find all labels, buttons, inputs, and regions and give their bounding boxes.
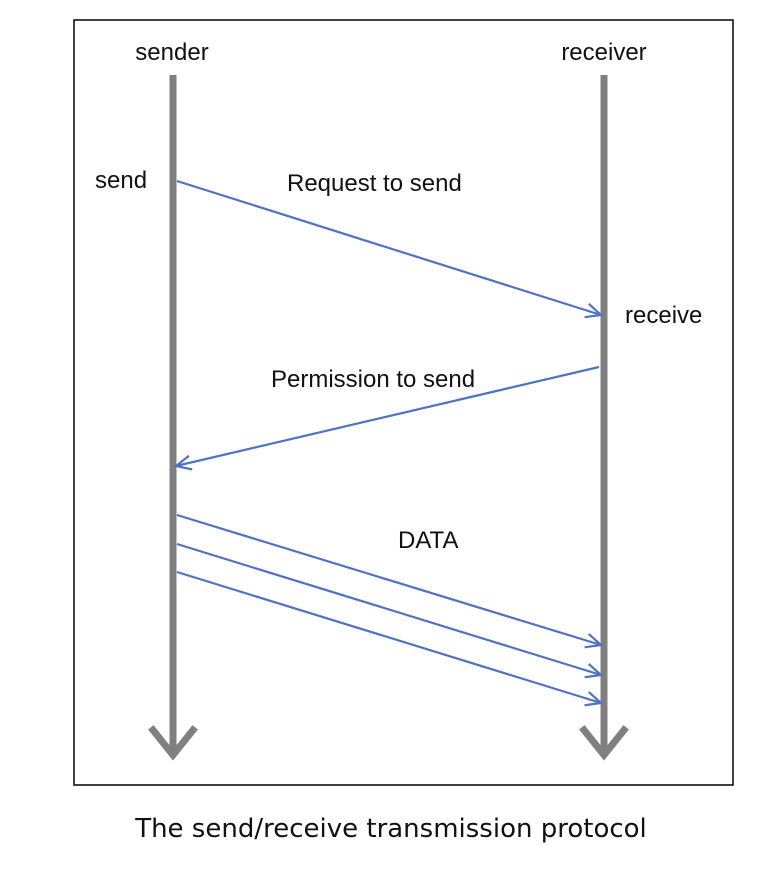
permission-label: Permission to send	[271, 366, 475, 393]
send-event-label: send	[95, 167, 147, 194]
data-arrow	[176, 513, 604, 649]
data-arrow	[176, 570, 604, 707]
sender-label: sender	[135, 39, 208, 66]
data-label: DATA	[398, 527, 458, 554]
data-arrow	[176, 542, 604, 679]
permission-arrow	[173, 365, 600, 471]
diagram-caption: The send/receive transmission protocol	[135, 814, 647, 844]
request-arrow	[176, 179, 604, 319]
receiver-lifeline	[579, 75, 629, 761]
sender-lifeline	[148, 75, 198, 761]
request-label: Request to send	[287, 170, 462, 197]
sequence-diagram: sender receiver send receive Request to …	[73, 19, 734, 786]
diagram-frame	[73, 19, 734, 786]
receiver-label: receiver	[561, 39, 646, 66]
receive-event-label: receive	[625, 302, 702, 329]
